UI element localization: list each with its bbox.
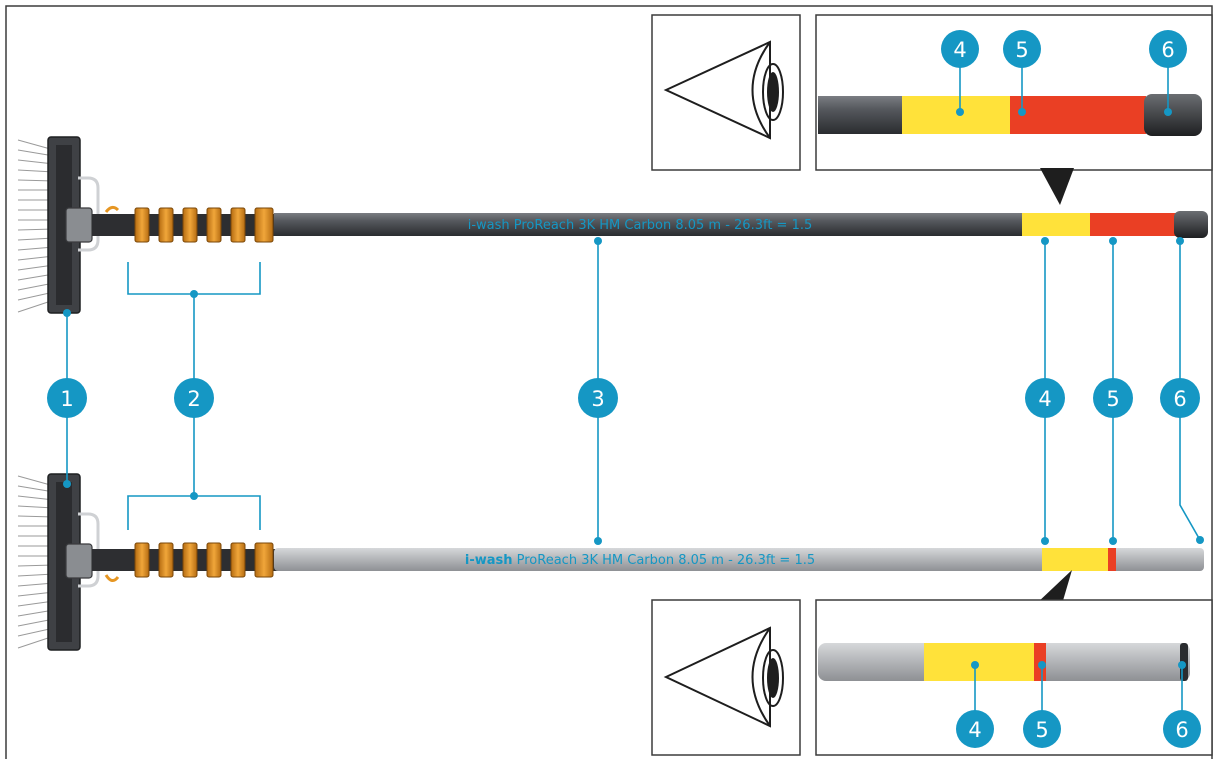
- frame-border: [5, 5, 1213, 759]
- eye-icon: [663, 626, 784, 728]
- top-pole-assembly: i-wash ProReach 3K HM Carbon 8.05 m - 26…: [17, 136, 1208, 314]
- svg-text:6: 6: [1175, 718, 1188, 742]
- top-red-band: [1090, 213, 1176, 236]
- clamp-icon: [120, 542, 280, 578]
- brush-icon: [17, 473, 100, 651]
- bottom-eye-box: [651, 599, 801, 756]
- svg-text:5: 5: [1106, 387, 1119, 411]
- svg-text:5: 5: [1015, 38, 1028, 62]
- callout-4: 4: [1025, 378, 1065, 418]
- bottom-yellow-band: [1042, 548, 1108, 571]
- svg-text:6: 6: [1173, 387, 1186, 411]
- callout-1: 1: [47, 378, 87, 418]
- bottom-zoom-box: [815, 599, 1213, 756]
- eye-icon: [663, 40, 784, 140]
- top-eye-box: [651, 14, 801, 171]
- bottom-pole-brand: i-wash: [465, 553, 513, 568]
- top-detail-callout-5: 5: [1003, 30, 1041, 68]
- svg-text:3: 3: [591, 387, 604, 411]
- callout-2: 2: [174, 378, 214, 418]
- clamp-icon: [120, 207, 280, 243]
- brush-icon: [17, 136, 100, 314]
- svg-text:6: 6: [1161, 38, 1174, 62]
- bottom-detail-callout-5: 5: [1023, 710, 1061, 748]
- svg-text:5: 5: [1035, 718, 1048, 742]
- top-pole-tube: [274, 213, 1024, 236]
- bottom-pole-tube: [274, 548, 1204, 571]
- bottom-pole-label: i-wash ProReach 3K HM Carbon 8.05 m - 26…: [465, 553, 815, 568]
- bottom-pole-label-rest: ProReach 3K HM Carbon 8.05 m - 26.3ft = …: [513, 553, 816, 568]
- bottom-red-band: [1108, 548, 1116, 571]
- bottom-zoom-pointer: [1036, 570, 1072, 604]
- callout-5: 5: [1093, 378, 1133, 418]
- callout-3: 3: [578, 378, 618, 418]
- top-end-cap: [1174, 211, 1208, 238]
- top-detail-callout-4: 4: [941, 30, 979, 68]
- top-detail-callout-6: 6: [1149, 30, 1187, 68]
- bottom-detail-callout-6: 6: [1163, 710, 1201, 748]
- top-yellow-band: [1022, 213, 1092, 236]
- svg-text:4: 4: [1038, 387, 1051, 411]
- bottom-detail-callout-4: 4: [956, 710, 994, 748]
- callout-6: 6: [1160, 378, 1200, 418]
- bottom-pole-assembly: i-wash ProReach 3K HM Carbon 8.05 m - 26…: [17, 473, 1204, 651]
- svg-text:1: 1: [60, 387, 73, 411]
- svg-text:4: 4: [968, 718, 981, 742]
- svg-text:2: 2: [187, 387, 200, 411]
- top-pole-label: i-wash ProReach 3K HM Carbon 8.05 m - 26…: [468, 218, 813, 233]
- svg-text:4: 4: [953, 38, 966, 62]
- leader-dots: [63, 108, 1204, 669]
